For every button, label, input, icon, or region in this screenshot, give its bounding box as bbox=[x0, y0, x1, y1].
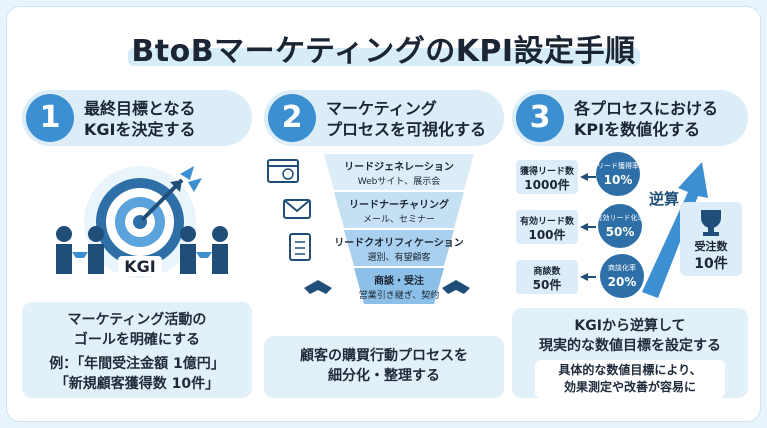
rate-deal-value: 20% bbox=[608, 275, 637, 289]
page-title: BtoBマーケティングのKPI設定手順 bbox=[131, 34, 636, 69]
funnel-stage-4-sub: 営業引き継ぎ、契約 bbox=[359, 289, 440, 301]
kgi-label: KGI bbox=[124, 257, 155, 276]
handshake-left-icon bbox=[304, 280, 332, 294]
step-1-header: 1 最終目標となる KGIを決定する bbox=[22, 90, 252, 146]
funnel-stage-2-title: リードナーチャリング bbox=[349, 198, 449, 211]
step-1-heading: 最終目標となる KGIを決定する bbox=[84, 99, 196, 139]
funnel-stage-2 bbox=[334, 192, 464, 228]
handshake-right-icon bbox=[442, 280, 470, 294]
step-2-description: 顧客の購買行動プロセスを 細分化・整理する bbox=[264, 336, 504, 398]
kpi-reverse-calc-diagram: 逆算 獲得リード数 1000件 有効リード数 100件 商談数 50件 リード獲… bbox=[516, 152, 742, 298]
rate-lead-label: リード獲得率 bbox=[597, 161, 639, 170]
step-3: 3 各プロセスにおける KPIを数値化する 逆算 獲得リード数 1000件 有効… bbox=[512, 90, 748, 408]
funnel-stage-3 bbox=[344, 230, 454, 266]
web-browser-icon bbox=[267, 159, 299, 183]
step-3-number: 3 bbox=[516, 94, 564, 142]
metric-valid-leads-label: 有効リード数 bbox=[520, 215, 575, 227]
step-3-header: 3 各プロセスにおける KPIを数値化する bbox=[512, 90, 748, 146]
handshake-people-left-icon bbox=[56, 226, 104, 274]
metric-leads-value: 1000件 bbox=[524, 177, 569, 192]
metric-deals-label: 商談数 bbox=[533, 265, 561, 277]
mail-icon bbox=[283, 199, 311, 219]
rate-deal-label: 商談化率 bbox=[608, 263, 636, 272]
funnel-stage-1-title: リードジェネレーション bbox=[344, 161, 454, 173]
trophy-icon bbox=[701, 210, 721, 236]
title-highlight bbox=[128, 48, 640, 66]
step-2-number: 2 bbox=[268, 94, 316, 142]
funnel-stage-2-sub: メール、セミナー bbox=[363, 214, 435, 225]
goal-label: 受注数 bbox=[695, 239, 729, 253]
step-2: 2 マーケティング プロセスを可視化する リードジェネレーション Webサイト、… bbox=[264, 90, 504, 408]
reverse-label: 逆算 bbox=[649, 190, 679, 208]
funnel-stage-4-title: 商談・受注 bbox=[374, 274, 424, 287]
handshake-people-right-icon bbox=[180, 226, 228, 274]
step-2-heading: マーケティング プロセスを可視化する bbox=[326, 99, 487, 139]
metric-leads-label: 獲得リード数 bbox=[520, 165, 575, 177]
step-2-header: 2 マーケティング プロセスを可視化する bbox=[264, 90, 504, 146]
goal-value: 10件 bbox=[694, 255, 727, 272]
funnel-stage-3-title: リードクオリフィケーション bbox=[334, 237, 464, 249]
funnel-diagram: リードジェネレーション Webサイト、展示会 リードナーチャリング メール、セミ… bbox=[267, 154, 474, 304]
metric-valid-leads-value: 100件 bbox=[528, 227, 565, 242]
funnel-stage-3-sub: 選別、有望顧客 bbox=[367, 251, 430, 263]
reverse-arrow bbox=[642, 162, 708, 298]
funnel-stage-1 bbox=[324, 154, 474, 190]
kgi-target-illustration: KGI bbox=[56, 166, 228, 278]
step-1-description: マーケティング活動の ゴールを明確にする 例：「年間受注金額 1億円」 「新規顧… bbox=[22, 302, 252, 398]
arrow-icon bbox=[140, 166, 202, 222]
funnel-stage-1-sub: Webサイト、展示会 bbox=[358, 175, 440, 187]
step-3-description: KGIから逆算して 現実的な数値目標を設定する 具体的な数値目標により、 効果測… bbox=[512, 308, 748, 398]
rate-valid-label: 有効リード化率 bbox=[596, 213, 645, 222]
metric-deals-value: 50件 bbox=[533, 277, 562, 292]
step-1-number: 1 bbox=[26, 94, 74, 142]
step-3-note: 具体的な数値目標により、 効果測定や改善が容易に bbox=[535, 360, 725, 398]
checklist-icon bbox=[289, 233, 311, 261]
step-3-heading: 各プロセスにおける KPIを数値化する bbox=[574, 99, 719, 139]
step-1: 1 最終目標となる KGIを決定する bbox=[22, 90, 252, 408]
rate-valid-value: 50% bbox=[606, 225, 635, 239]
funnel-stage-4 bbox=[354, 268, 444, 304]
rate-lead-value: 10% bbox=[604, 173, 633, 187]
